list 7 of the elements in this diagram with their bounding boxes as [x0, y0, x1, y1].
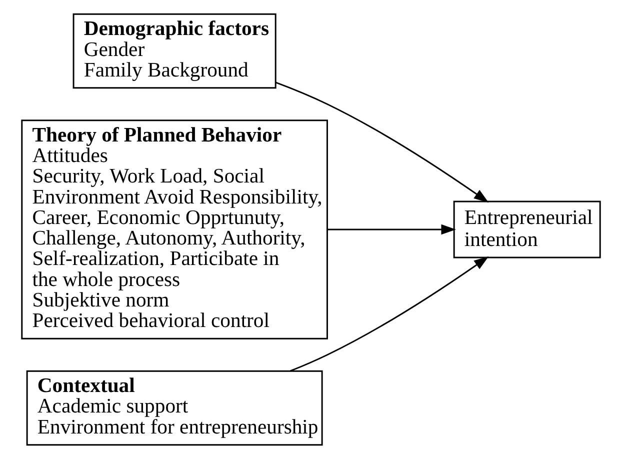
arrow	[290, 256, 489, 372]
node-box: Entrepreneurial intention	[453, 200, 601, 258]
arrow	[327, 224, 456, 235]
node-box: Theory of Planned Behavior Attitudes Security, Work Load, Social Environment Avoid Responsibility, Career, Economic Opprtunuty, Challenge, Autonomy, Authority, Self-realization, Particibate in the whole process Subjektive norm Perceived behavioral control	[21, 120, 328, 340]
arrow	[276, 82, 489, 203]
node-box: Demographic factors Gender Family Background	[72, 13, 276, 89]
node-box: Contextual Academic support Environment for entrepreneurship	[26, 370, 323, 446]
